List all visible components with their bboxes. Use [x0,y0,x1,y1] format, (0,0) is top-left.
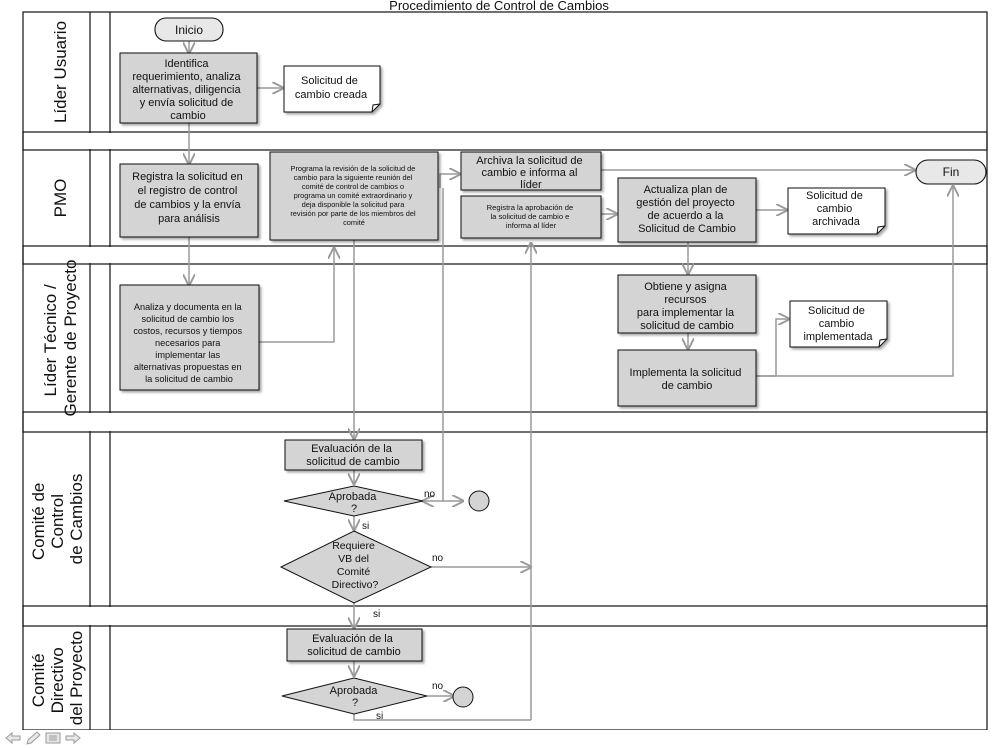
end-circle-comite-control [468,490,490,512]
svg-text:Inicio: Inicio [175,23,203,37]
edge-label-no-2: no [432,553,444,564]
process-analiza: Analiza y documenta en la solicitud de c… [119,284,260,391]
process-obtiene: Obtiene y asigna recursos para implement… [617,274,757,334]
decision-requiere-vb: Requiere VB del Comité Directivo? [279,530,433,604]
svg-text:Evaluación de la solicit: Evaluación de la solicitud de cambio [306,443,400,468]
svg-text:Solicitud de cambio: Solicitud de cambio archivada [806,190,866,228]
edge-label-si-2: si [373,609,380,620]
lane-label-comite-directivo: Comité Directivo del Proyecto [29,631,86,726]
svg-text:Actualiza plan de gestió: Actualiza plan de gestión del proyecto d… [636,184,738,235]
svg-text:Registra la aprobación de: Registra la aprobación de la solicitud d… [487,203,576,230]
lane-label-pmo: PMO [51,179,70,218]
svg-text:Analiza y documenta en la: Analiza y documenta en la solicitud de c… [133,302,244,384]
document-solicitud-archivada: Solicitud de cambio archivada [787,187,886,235]
process-programa: Programa la revisión de la solicitud de … [269,151,439,241]
previous-arrow-icon[interactable] [4,730,22,746]
svg-text:Programa la revisión de la sol: Programa la revisión de la solicitud de … [290,164,417,227]
edge-label-si-3: si [376,711,383,722]
decision-aprobada-comite-control: Aprobada ? [283,485,424,517]
menu-icon[interactable] [44,730,62,746]
svg-text:Solicitud de cambio: Solicitud de cambio implementada [803,305,873,343]
svg-text:Implementa la solicitud: Implementa la solicitud de cambio [630,367,745,392]
end-circle-comite-directivo [452,686,474,708]
process-archiva: Archiva la solicitud de cambio e informa… [460,151,602,191]
process-evaluacion-comite-directivo: Evaluación de la solicitud de cambio [286,628,423,662]
svg-text:Archiva la solicitud de: Archiva la solicitud de cambio e informa… [476,155,585,191]
next-arrow-icon[interactable] [64,730,82,746]
svg-text:Solicitud de cambio crea: Solicitud de cambio creada [295,75,368,101]
connectors [189,41,953,721]
lane-label-comite-control: Comité de Control de Cambios [29,474,86,565]
decision-aprobada-comite-directivo: Aprobada ? [281,677,428,715]
edge-label-si-1: si [362,521,369,532]
svg-text:Evaluación de la solicit: Evaluación de la solicitud de cambio [307,633,401,658]
edge-label-no-3: no [432,681,444,692]
process-evaluacion-comite-control: Evaluación de la solicitud de cambio [284,439,423,471]
start-terminator: Inicio [154,17,224,42]
svg-text:Identifica requerimiento: Identifica requerimiento, analiza altern… [132,58,243,122]
process-registra: Registra la solicitud en el registro de … [119,163,259,238]
flowchart-diagram: Líder Usuario PMO Líder Técnico / Gerent… [22,11,988,730]
svg-text:Aprobada ?: Aprobada ? [330,685,381,709]
process-identifica: Identifica requerimiento, analiza altern… [119,52,258,124]
document-solicitud-creada: Solicitud de cambio creada [283,65,381,113]
lane-label-lider-tecnico: Líder Técnico / Gerente de Proyecto [41,260,80,417]
svg-text:Aprobada ?: Aprobada ? [329,491,380,515]
svg-text:Obtiene y asigna recurso: Obtiene y asigna recursos para implement… [637,281,737,332]
svg-text:Requiere VB del Co: Requiere VB del Comité Directivo? [332,540,379,591]
end-terminator: Fin [915,159,987,185]
edge-label-no-1: no [424,489,436,500]
svg-text:Registra la solicitud en: Registra la solicitud en el registro de … [132,171,246,225]
document-solicitud-implementada: Solicitud de cambio implementada [789,300,888,348]
lane-label-lider-usuario: Líder Usuario [51,21,70,123]
page-title: Procedimiento de Control de Cambios [389,0,609,13]
process-actualiza: Actualiza plan de gestión del proyecto d… [617,177,757,243]
process-implementa: Implementa la solicitud de cambio [617,349,757,407]
slide-navigation [4,730,82,746]
process-registra-aprobacion: Registra la aprobación de la solicitud d… [460,195,602,239]
svg-text:Fin: Fin [943,165,960,179]
pen-icon[interactable] [24,730,42,746]
